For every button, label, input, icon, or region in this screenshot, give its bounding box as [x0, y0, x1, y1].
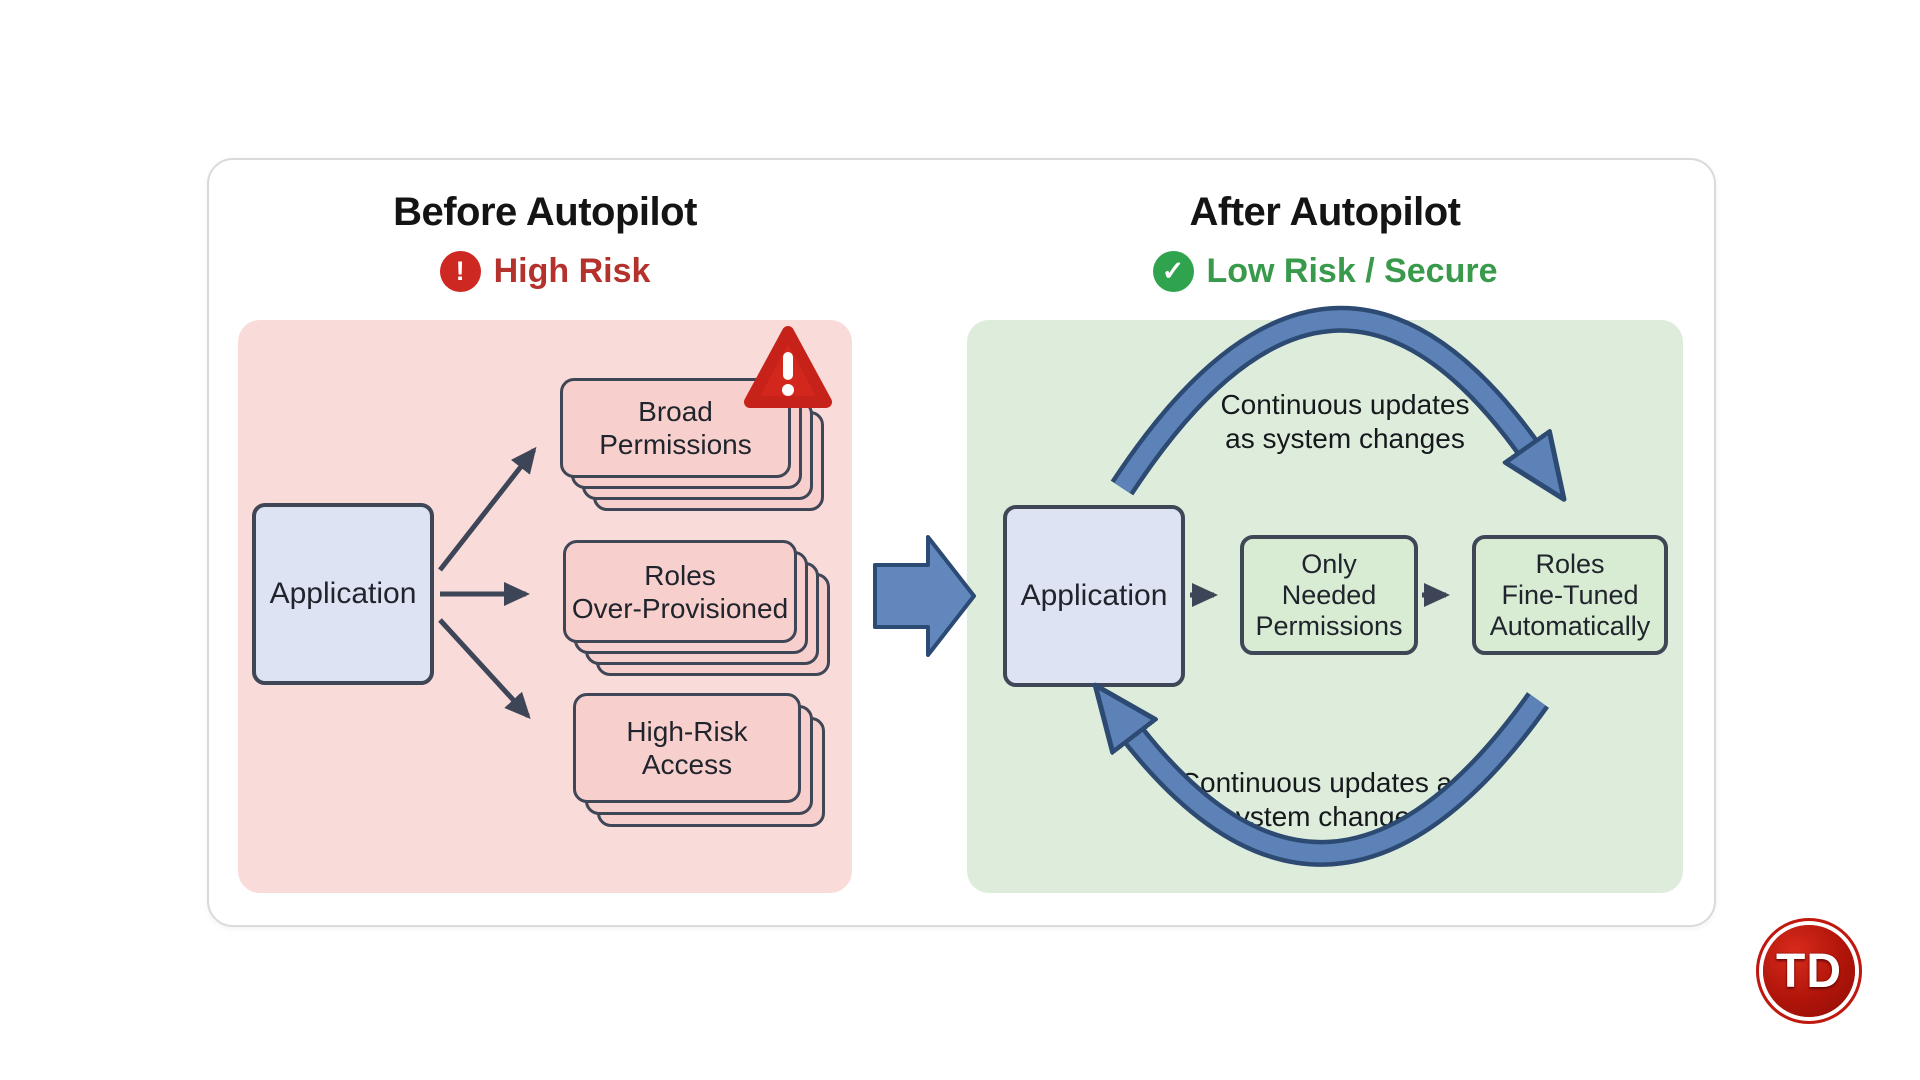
node-label-line: Only: [1301, 548, 1357, 579]
node-label-line: Automatically: [1489, 610, 1651, 641]
before-application-node: Application: [252, 503, 434, 685]
before-risk-badge: ! High Risk: [238, 248, 852, 294]
before-risk-label: High Risk: [493, 251, 651, 290]
after-risk-label: Low Risk / Secure: [1206, 251, 1498, 290]
arc-bottom-label: Continuous updates as system changes: [1138, 766, 1508, 834]
stack-label-line: Permissions: [599, 429, 752, 460]
card-stack-roles-overprovisioned: Roles Over-Provisioned: [563, 540, 830, 676]
warning-triangle-icon: [744, 326, 832, 408]
before-application-label: Application: [269, 577, 417, 610]
after-risk-badge: ✓ Low Risk / Secure: [967, 248, 1683, 294]
arc-top-label: Continuous updates as system changes: [1165, 388, 1525, 456]
stack-label-line: Over-Provisioned: [571, 592, 789, 624]
arc-label-line: Continuous updates as: [1179, 767, 1467, 798]
node-label-line: Needed: [1281, 579, 1377, 610]
stack-card-front: High-Risk Access: [573, 693, 801, 803]
stack-card-front: Roles Over-Provisioned: [563, 540, 797, 643]
node-label-line: Fine-Tuned: [1501, 579, 1639, 610]
card-stack-highrisk-access: High-Risk Access: [573, 693, 825, 827]
arc-label-line: Continuous updates: [1220, 389, 1470, 420]
node-label-line: Permissions: [1255, 610, 1403, 641]
arc-label-line: system changes: [1221, 801, 1425, 832]
stack-label-line: Broad: [638, 396, 713, 427]
node-label-line: Roles: [1535, 548, 1605, 579]
stack-label-line: Roles: [644, 559, 716, 591]
arc-label-line: as system changes: [1225, 423, 1465, 454]
after-application-label: Application: [1020, 579, 1168, 612]
card-stack-broad-permissions: Broad Permissions: [560, 378, 824, 511]
td-logo: TD: [1756, 918, 1862, 1024]
after-application-node: Application: [1003, 505, 1185, 687]
stack-card-front: Broad Permissions: [560, 378, 791, 478]
only-needed-permissions-node: Only Needed Permissions: [1240, 535, 1418, 655]
before-title: Before Autopilot: [393, 190, 697, 234]
td-logo-text: TD: [1776, 944, 1842, 998]
after-title: After Autopilot: [1189, 190, 1461, 234]
stack-label-line: Access: [641, 749, 733, 780]
check-circle-icon: ✓: [1152, 250, 1194, 292]
roles-finetuned-node: Roles Fine-Tuned Automatically: [1472, 535, 1668, 655]
warning-circle-icon: !: [439, 250, 481, 292]
stack-label-line: High-Risk: [626, 716, 748, 747]
td-logo-disc: TD: [1763, 925, 1855, 1017]
